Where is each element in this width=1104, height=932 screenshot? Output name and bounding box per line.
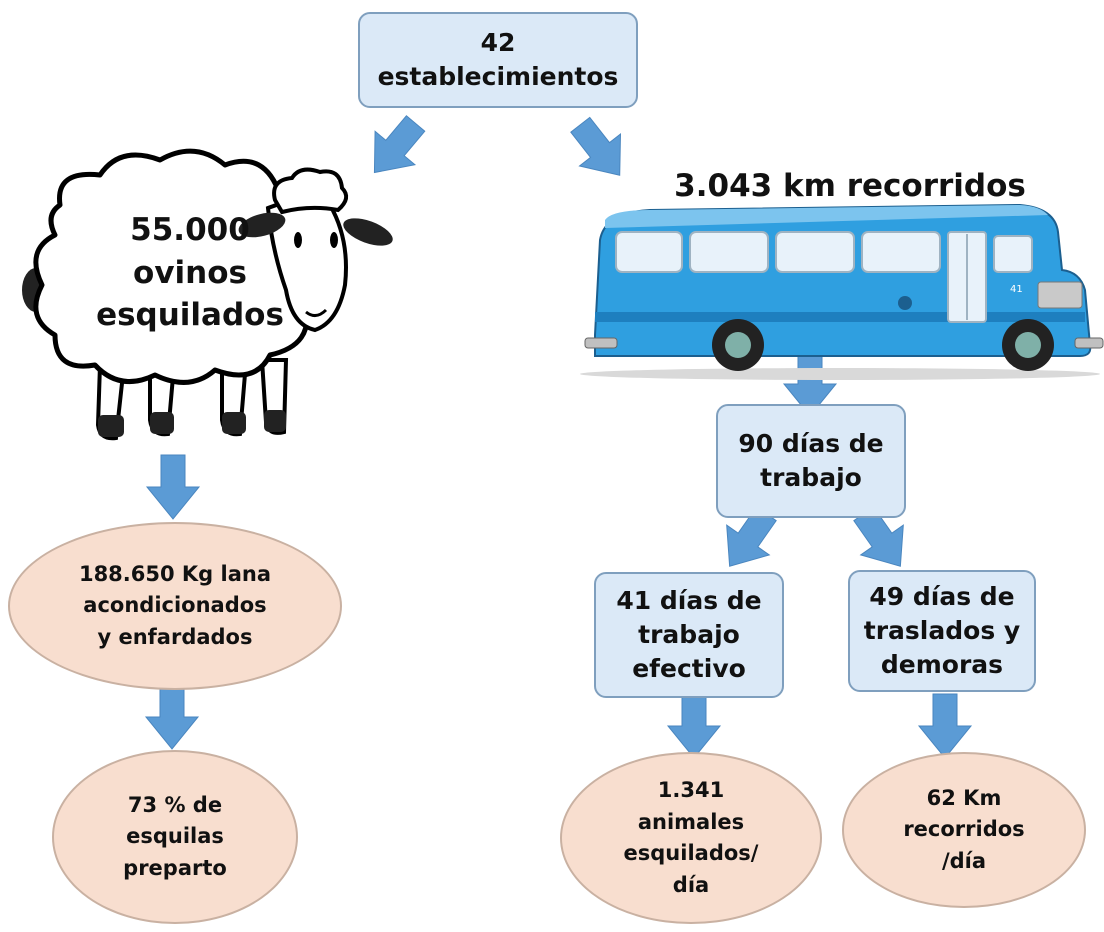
bus-illustration: 41 — [580, 203, 1104, 380]
animals-per-day-label: 1.341 animales esquilados/ día — [623, 778, 759, 897]
arrow-effective-to-animals — [667, 693, 721, 759]
wool-oval: 188.650 Kg lana acondicionados y enfarda… — [8, 522, 342, 690]
km-per-day-label: 62 Km recorridos /día — [903, 785, 1025, 873]
establishments-label: 42 establecimientos — [377, 28, 619, 91]
effective-days-box: 41 días de trabajo efectivo — [594, 572, 784, 698]
sheep-count-label: 55.000 ovinos esquilados — [96, 211, 284, 334]
establishments-box: 42 establecimientos — [358, 12, 638, 108]
arrow-top-to-sheep — [354, 106, 436, 190]
animals-per-day-oval: 1.341 animales esquilados/ día — [560, 752, 822, 924]
prepartum-oval: 73 % de esquilas preparto — [52, 750, 298, 924]
arrow-top-to-bus — [559, 108, 641, 192]
arrow-wool-to-prepartum — [145, 684, 199, 750]
effective-days-label: 41 días de trabajo efectivo — [616, 586, 762, 683]
km-traveled-title: 3.043 km recorridos — [674, 167, 1026, 204]
sheep-illustration — [22, 148, 393, 441]
bus-route-number: 41 — [1010, 284, 1023, 295]
arrow-sheep-to-wool — [146, 454, 200, 520]
work-days-label: 90 días de trabajo — [738, 429, 884, 492]
arrow-transfers-to-km — [918, 693, 972, 759]
bus-title-area: 3.043 km recorridos — [660, 164, 1040, 208]
prepartum-label: 73 % de esquilas preparto — [123, 792, 227, 880]
transfer-days-box: 49 días de traslados y demoras — [848, 570, 1036, 692]
wool-label: 188.650 Kg lana acondicionados y enfarda… — [78, 561, 272, 649]
km-per-day-oval: 62 Km recorridos /día — [842, 752, 1086, 908]
sheep-label-area: 55.000 ovinos esquilados — [80, 198, 300, 348]
transfer-days-label: 49 días de traslados y demoras — [863, 582, 1021, 679]
work-days-box: 90 días de trabajo — [716, 404, 906, 518]
